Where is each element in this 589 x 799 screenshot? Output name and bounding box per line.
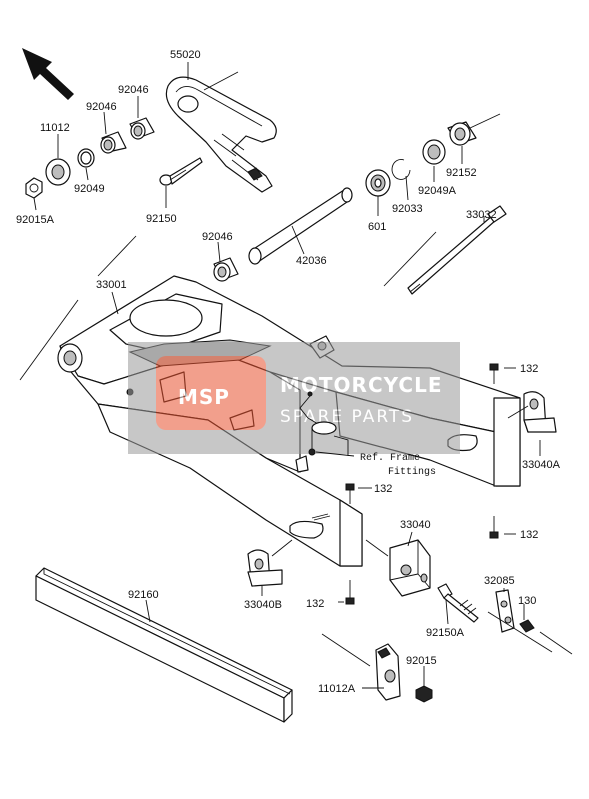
label-132-a: 132 [520,363,538,375]
label-33040B: 33040B [244,599,282,611]
label-92033: 92033 [392,203,423,215]
watermark-line1: MOTORCYCLE [280,373,442,397]
cap-11012-part [45,158,71,186]
label-33040: 33040 [400,519,431,531]
label-92152: 92152 [446,167,477,179]
label-42036: 42036 [296,255,327,267]
rubber-pad-92160-part [35,567,293,723]
bolt-132-d [345,580,355,605]
direction-arrow-icon [22,48,74,100]
snap-ring-92033-part [391,159,411,180]
watermark-logo-text: MSP [178,385,230,409]
needle-bearing-upper-b [100,131,127,154]
label-132-d: 132 [306,598,324,610]
nut-92015-part [415,685,433,703]
label-33001: 33001 [96,279,127,291]
bolt-132-a [489,363,499,384]
label-32085: 32085 [484,575,515,587]
label-92046-b: 92046 [86,101,117,113]
bracket-33040B-part [247,549,283,587]
label-92046-a: 92046 [118,84,149,96]
bolt-92150-part [159,157,203,186]
nut-130-part [519,619,535,633]
chain-guide-part [165,76,277,193]
label-132-c: 132 [374,483,392,495]
cap-11012A-part [375,643,401,701]
nut-92015A-part [25,177,43,199]
ball-bearing-601-part [365,169,391,197]
label-92049A: 92049A [418,185,457,197]
seal-92049A-part [422,139,446,165]
bracket-33040A-part [523,391,557,433]
watermark-line2: SPARE PARTS [280,407,414,427]
label-92160: 92160 [128,589,159,601]
label-55020: 55020 [170,49,201,61]
label-92150A: 92150A [426,627,465,639]
label-601: 601 [368,221,386,233]
label-11012A: 11012A [318,683,356,695]
needle-bearing-lower [213,257,239,282]
pivot-shaft-33032-part [407,205,507,295]
label-92015: 92015 [406,655,437,667]
ref-frame-label: Ref. Frame [360,452,420,464]
label-33040A: 33040A [522,459,561,471]
bolt-92150A-part [437,583,479,623]
bolt-132-c [345,483,355,504]
ref-fittings-label: Fittings [388,466,436,478]
leader-lines [33,62,541,689]
plate-32085-part [495,589,515,633]
label-33032: 33032 [466,209,497,221]
label-11012: 11012 [40,122,70,134]
collar-92152-part [447,121,477,146]
block-33040-part [389,539,431,597]
watermark-logo: MSP MOTORCYCLE SPARE PARTS [128,342,460,454]
label-92150: 92150 [146,213,177,225]
label-92015A: 92015A [16,214,55,226]
label-130: 130 [518,595,536,607]
seal-92049-part [77,148,95,168]
bolt-132-b [489,516,499,539]
needle-bearing-upper-a [129,117,155,140]
label-92049: 92049 [74,183,105,195]
ref-frame-fittings-part [299,391,355,457]
sleeve-42036-part [248,187,353,265]
label-92046-c: 92046 [202,231,233,243]
label-132-b: 132 [520,529,538,541]
